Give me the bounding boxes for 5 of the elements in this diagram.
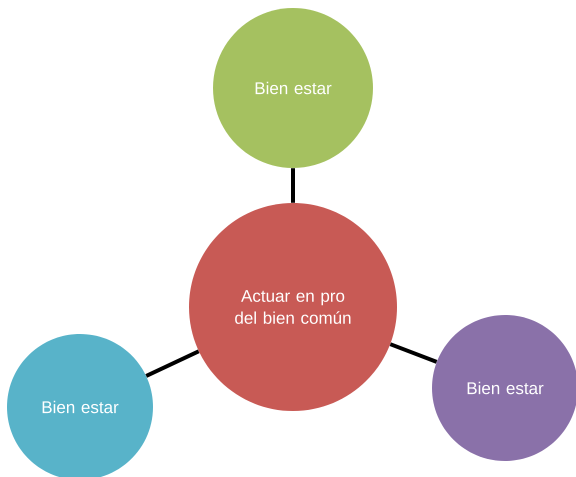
circle-node: Bien estar — [213, 8, 373, 168]
connector-line — [291, 168, 295, 203]
circle-node: Actuar en pro del bien común — [189, 203, 397, 411]
connector-line — [390, 342, 438, 364]
connector-line — [145, 349, 200, 378]
